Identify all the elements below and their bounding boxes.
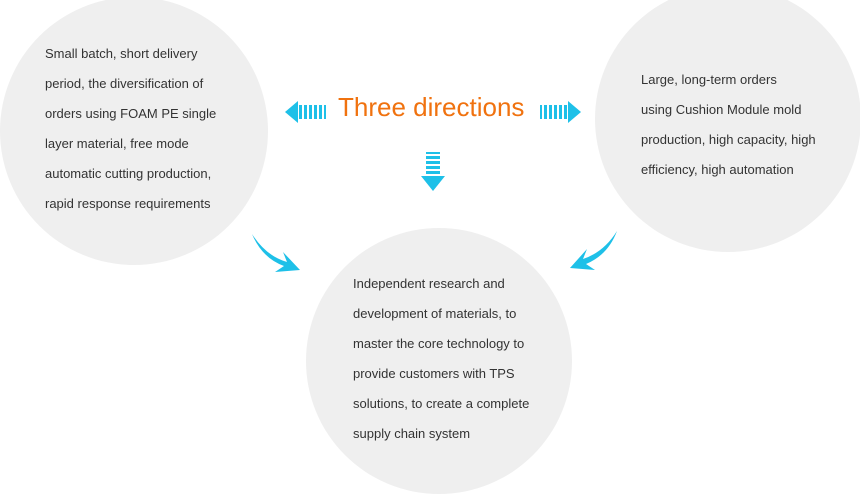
left-text-line: orders using FOAM PE single — [45, 106, 217, 121]
bottom-text-line: provide customers with TPS — [353, 366, 515, 381]
left-circle-text: Small batch, short delivery period, the … — [45, 39, 216, 219]
curved-arrow-icon — [570, 231, 617, 270]
left-text-line: layer material, free mode — [45, 136, 189, 151]
circle-right — [595, 0, 860, 252]
bottom-circle-text: Independent research and development of … — [353, 269, 529, 449]
right-circle-text: Large, long-term orders using Cushion Mo… — [641, 65, 816, 185]
bottom-text-line: master the core technology to — [353, 336, 525, 351]
circle-left — [0, 0, 268, 265]
bottom-text-line: supply chain system — [353, 426, 471, 441]
bottom-text-line: solutions, to create a complete — [353, 396, 530, 411]
left-text-line: Small batch, short delivery — [45, 46, 198, 61]
arrow-down-icon — [421, 152, 445, 191]
left-text-line: automatic cutting production, — [45, 166, 212, 181]
bottom-text-line: development of materials, to — [353, 306, 517, 321]
right-text-line: using Cushion Module mold — [641, 102, 802, 117]
arrow-right-icon — [540, 101, 581, 123]
circle-bottom — [306, 228, 572, 494]
bottom-text-line: Independent research and — [353, 276, 505, 291]
right-text-line: production, high capacity, high — [641, 132, 816, 147]
curved-arrow-icon — [252, 234, 300, 272]
diagram-title: Three directions — [338, 92, 525, 122]
right-text-line: efficiency, high automation — [641, 162, 794, 177]
left-text-line: period, the diversification of — [45, 76, 204, 91]
right-text-line: Large, long-term orders — [641, 72, 777, 87]
left-text-line: rapid response requirements — [45, 196, 211, 211]
arrow-left-icon — [285, 101, 326, 123]
